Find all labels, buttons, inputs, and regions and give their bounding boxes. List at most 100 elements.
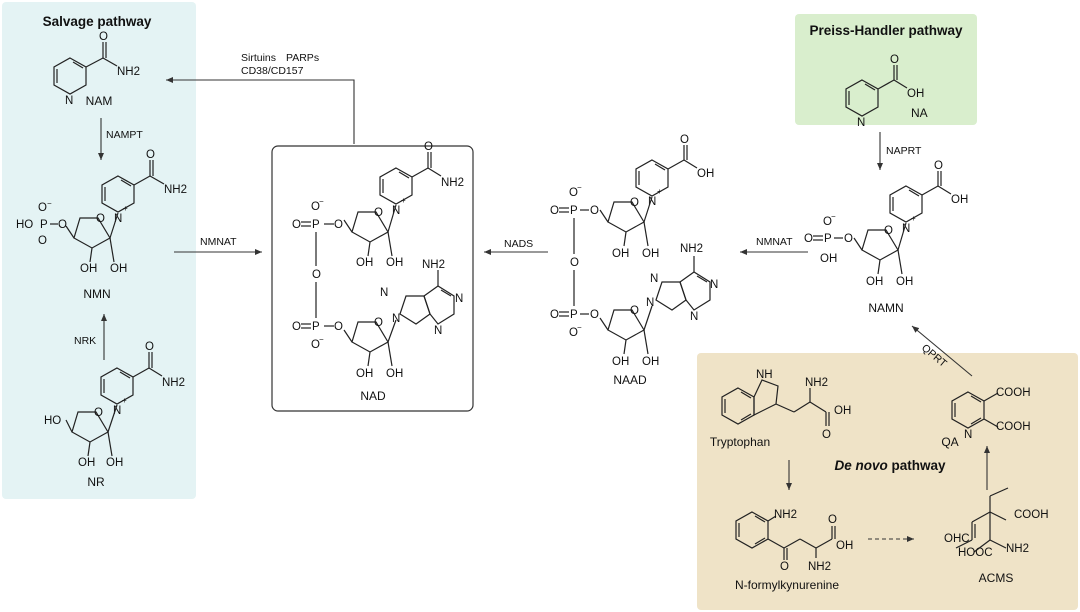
namn-plus: + — [911, 214, 916, 223]
nad-p1-o-link: O — [334, 219, 343, 231]
nad-adenine-n9: N — [392, 313, 400, 325]
nmn-label: NMN — [83, 287, 110, 301]
cd38-label: CD38/CD157 — [241, 65, 304, 77]
naad-p1-o-double: O — [550, 205, 559, 217]
naad-p2-o-bottom: O — [569, 327, 578, 339]
naad-ribose2-oh2: OH — [642, 356, 659, 368]
nmn-structure: O NH2 N + O OH OH O P HO O O − — [16, 149, 187, 275]
nrk-label: NRK — [74, 335, 96, 347]
nfk-o: O — [780, 561, 789, 573]
trp-nh2: NH2 — [805, 377, 828, 389]
nam-o: O — [99, 31, 108, 43]
naad-plus: + — [657, 187, 662, 196]
preiss-handler-panel-title: Preiss-Handler pathway — [809, 23, 963, 38]
nad-box — [271, 145, 474, 412]
naad-adenine-n9: N — [646, 297, 654, 309]
qa-cooh-bottom: COOH — [996, 421, 1031, 433]
naad-p1-minus: − — [577, 183, 582, 192]
naad-ribose1-oh2: OH — [642, 248, 659, 260]
naad-adenine-n7: N — [650, 273, 658, 285]
nad-p1-minus: − — [319, 197, 324, 206]
nad-bridge-o: O — [312, 269, 321, 281]
naad-adenine-nh2: NH2 — [680, 243, 703, 255]
nad-label: NAD — [360, 389, 386, 403]
nmn-ho: HO — [16, 219, 33, 231]
nam-n: N — [65, 95, 73, 107]
na-n: N — [857, 117, 865, 129]
nad-consumption-arrow — [166, 77, 355, 144]
acms-structure: COOH OHC HOOC NH2 — [944, 487, 1049, 559]
nad-ribose1-oh2: OH — [386, 257, 403, 269]
namn-o-link: O — [844, 233, 853, 245]
nad-nh2: NH2 — [441, 177, 464, 189]
nad-adenine-n3: N — [434, 325, 442, 337]
nr-plus: + — [122, 396, 127, 405]
nmnat-right-label: NMNAT — [756, 236, 793, 248]
naad-structure: O OH N + O OH OH O P O O − O P O O − O O — [550, 134, 718, 368]
nmn-oh1: OH — [80, 263, 97, 275]
nam-structure: O NH2 N — [53, 31, 140, 107]
naad-ribose2-oh1: OH — [612, 356, 629, 368]
qa-label: QA — [941, 435, 958, 449]
nmn-o: O — [146, 149, 155, 161]
naad-p2: P — [570, 309, 578, 321]
namn-acid-o: O — [934, 160, 943, 172]
nr-label: NR — [87, 475, 105, 489]
salvage-panel — [2, 2, 196, 499]
naad-adenine-n1: N — [710, 279, 718, 291]
nad-p1-o-double: O — [292, 219, 301, 231]
namn-o-double: O — [804, 233, 813, 245]
nad-adenine-n7: N — [380, 287, 388, 299]
nad-n-pyr: N — [392, 205, 400, 217]
tryptophan-label: Tryptophan — [710, 435, 770, 449]
nad-p2-minus: − — [319, 335, 324, 344]
na-o: O — [890, 54, 899, 66]
namn-ring-o: O — [884, 225, 893, 237]
nad-ribose2-oh2: OH — [386, 368, 403, 380]
naprt-label: NAPRT — [886, 145, 922, 157]
namn-p: P — [824, 233, 832, 245]
acms-nh2: NH2 — [1006, 543, 1029, 555]
trp-oh: OH — [834, 405, 851, 417]
qprt-arrow — [911, 325, 973, 377]
na-structure: O OH N — [845, 54, 924, 129]
nad-p2-o-link: O — [334, 321, 343, 333]
nad-ribose1-o: O — [374, 207, 383, 219]
na-oh: OH — [907, 88, 924, 100]
naad-label: NAAD — [613, 373, 647, 387]
nmn-o-bottom: O — [38, 235, 47, 247]
nam-nh2: NH2 — [117, 66, 140, 78]
nad-p1-o-top: O — [311, 201, 320, 213]
nmn-o-link: O — [58, 219, 67, 231]
namn-n: N — [902, 223, 910, 235]
nr-o: O — [145, 341, 154, 353]
nmn-minus: − — [47, 199, 52, 208]
namn-minus: − — [831, 212, 836, 221]
nad-ribose2-o: O — [374, 317, 383, 329]
n-formylkynurenine-label: N-formylkynurenine — [735, 578, 839, 592]
trp-nh: NH — [756, 369, 773, 381]
nr-oh2: OH — [106, 457, 123, 469]
qa-n: N — [964, 429, 972, 441]
nr-oh1: OH — [78, 457, 95, 469]
trp-o: O — [822, 429, 831, 441]
acms-hooc: HOOC — [958, 547, 993, 559]
acms-label: ACMS — [979, 571, 1014, 585]
nfk-oh: OH — [836, 540, 853, 552]
salvage-panel-title: Salvage pathway — [43, 14, 152, 29]
nfk-nh2-bottom: NH2 — [808, 561, 831, 573]
de-novo-panel-title: De novo pathway — [834, 458, 946, 473]
naad-p2-minus: − — [577, 323, 582, 332]
nam-label: NAM — [86, 94, 113, 108]
acms-cooh-top: COOH — [1014, 509, 1049, 521]
naad-p1: P — [570, 205, 578, 217]
nad-ribose1-oh1: OH — [356, 257, 373, 269]
qa-cooh-top: COOH — [996, 387, 1031, 399]
n-formylkynurenine-structure: NH2 O NH2 O OH — [735, 509, 853, 573]
nr-n: N — [113, 405, 121, 417]
nad-p1: P — [312, 219, 320, 231]
nmn-plus: + — [123, 204, 128, 213]
nmn-p: P — [40, 219, 48, 231]
naad-adenine-n3: N — [690, 311, 698, 323]
sirtuins-label: Sirtuins — [241, 52, 276, 64]
